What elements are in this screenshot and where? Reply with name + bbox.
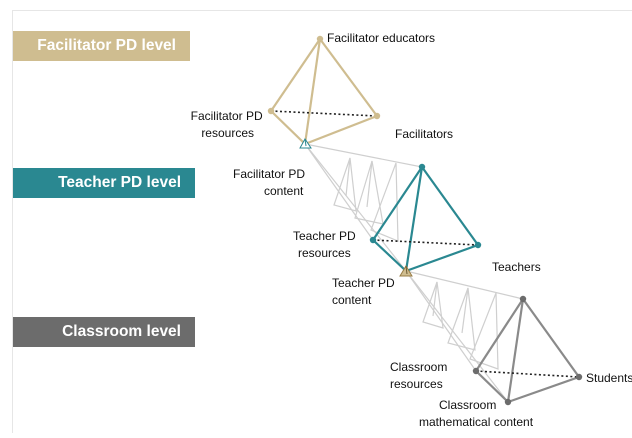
label-line: Teacher PD	[332, 276, 395, 290]
label-teachers: Teachers	[492, 260, 541, 274]
ghost-tetra-medium	[354, 160, 384, 225]
node-dot-facilitators-upper	[373, 112, 381, 120]
level-label-facilitator: Facilitator PD level	[13, 31, 190, 61]
label-classroom-resources: Classroom resources	[390, 360, 451, 391]
funnel2-edge-left	[405, 270, 477, 372]
ghost-tetra-medium-inner	[366, 160, 373, 208]
node-dot-classroom-content	[504, 398, 512, 406]
funnel-facilitator-to-teacher	[304, 143, 423, 272]
label-students: Students	[586, 371, 632, 385]
cls-dotted-edge	[475, 370, 580, 378]
funnel-teacher-to-classroom	[405, 270, 524, 403]
tea-dotted-edge	[372, 239, 479, 246]
cls-edge-students-content	[507, 375, 580, 404]
label-line: content	[332, 293, 372, 307]
node-dot-facilitators	[418, 163, 426, 171]
node-dot-facilitator-pd-resources	[267, 107, 275, 115]
ghost-tetra-small-inner	[345, 157, 351, 197]
funnel2-edge-bottom	[405, 270, 509, 403]
tea-edge-facilitators-content	[404, 166, 424, 272]
mini-tetra-facilitator-content	[299, 138, 312, 149]
label-line: Teacher PD	[293, 229, 356, 243]
node-dot-teachers-mid	[474, 241, 482, 249]
label-line: Facilitator PD	[233, 167, 305, 181]
funnel2-edge-top	[405, 270, 524, 300]
frame-border-top	[12, 10, 632, 11]
mini-tetra-inner	[405, 265, 408, 275]
node-dot-teachers	[519, 295, 527, 303]
label-line: resources	[298, 246, 351, 260]
node-dot-classroom-resources	[472, 367, 480, 375]
node-dot-teacher-pd-resources	[369, 236, 377, 244]
fac-edge-educators-facilitators	[319, 38, 378, 117]
cls-edge-resources-content	[475, 370, 509, 403]
cls-edge-teachers-students	[522, 298, 580, 378]
level-label-classroom: Classroom level	[13, 317, 195, 347]
ghost-tetra2-large	[469, 292, 499, 370]
label-facilitator-educators: Facilitator educators	[327, 31, 435, 45]
label-line: resources	[201, 126, 254, 140]
frame-border-left	[12, 10, 13, 433]
tea-edge-facilitators-teachers	[421, 166, 479, 246]
label-line: content	[264, 184, 304, 198]
tea-edge-resources-content	[372, 239, 407, 272]
cls-edge-teachers-content	[506, 298, 525, 403]
tea-edge-facilitators-resources	[372, 166, 423, 241]
label-line: mathematical content	[419, 415, 534, 429]
label-teacher-pd-content: Teacher PD content	[332, 276, 398, 307]
mini-tetra-teacher-content	[399, 265, 413, 277]
node-dot-facilitator-educators	[316, 35, 324, 43]
label-facilitators: Facilitators	[395, 127, 453, 141]
ghost-tetra-large	[370, 162, 399, 242]
ghost-tetra2-small-inner	[432, 281, 438, 317]
fac-edge-resources-content	[270, 110, 306, 145]
label-facilitator-pd-resources: Facilitator PD resources	[191, 109, 266, 140]
label-teacher-pd-resources: Teacher PD resources	[293, 229, 359, 260]
label-classroom-mathematical-content: Classroom mathematical content	[419, 398, 534, 429]
label-line: Facilitator PD	[191, 109, 263, 123]
classroom-tetrahedron	[475, 298, 580, 404]
fac-edge-educators-content	[303, 38, 322, 145]
node-dot-students	[575, 373, 583, 381]
facilitator-tetrahedron	[270, 38, 378, 146]
level-label-teacher: Teacher PD level	[13, 168, 195, 198]
funnel-edge-top	[304, 143, 423, 168]
label-line: Classroom	[439, 398, 496, 412]
mini-tetra-inner	[304, 138, 307, 147]
label-facilitator-pd-content: Facilitator PD content	[233, 167, 308, 198]
ghost-tetra2-medium	[447, 287, 476, 351]
label-line: resources	[390, 377, 443, 391]
fac-edge-educators-resources	[270, 38, 321, 112]
cls-edge-teachers-resources	[475, 298, 524, 372]
label-line: Classroom	[390, 360, 447, 374]
teacher-tetrahedron	[372, 166, 479, 273]
mini-tetra-shape	[399, 265, 413, 277]
fac-dotted-edge	[270, 110, 378, 117]
ghost-tetra-small	[333, 157, 357, 212]
ghost-tetra2-small	[422, 281, 444, 329]
ghost-tetra2-medium-inner	[461, 287, 469, 334]
tea-edge-teachers-content	[405, 243, 479, 273]
fac-edge-facilitators-content	[304, 114, 378, 146]
